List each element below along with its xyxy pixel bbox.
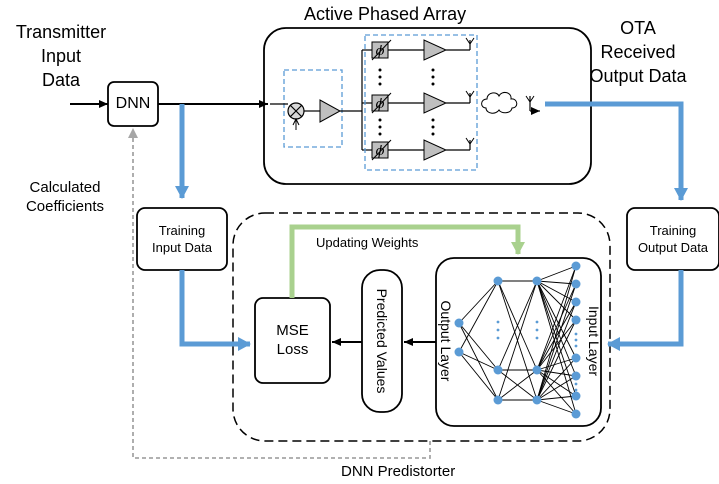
nn-node [493, 276, 503, 286]
nn-edge [497, 280, 538, 401]
output-layer-label: Output Layer [438, 300, 454, 382]
power-amplifier-icon [423, 39, 448, 61]
nn-node [454, 347, 464, 357]
calculated-coefficients-arrow [128, 128, 431, 459]
nn-edge [458, 351, 499, 371]
transmitter-input-label: Transmitter Input Data [15, 22, 107, 90]
training-output-box [626, 207, 719, 271]
nn-edge [536, 319, 577, 371]
phase-shifter-array-dashed-box [364, 34, 478, 171]
active-phased-array-title: Active Phased Array [304, 4, 467, 24]
nn-ellipsis-dot [574, 388, 578, 392]
ellipsis-dots [378, 68, 435, 136]
ota-channel-cloud-icon [481, 91, 518, 114]
nn-edge [536, 280, 577, 397]
nn-nodes [454, 261, 581, 419]
nn-edge [536, 395, 577, 401]
nn-node [532, 276, 542, 286]
dnn-predistorter-box [232, 212, 611, 442]
nn-edge [497, 369, 538, 401]
nn-node [571, 371, 581, 381]
nn-node [571, 409, 581, 419]
dnn-predistorter-label: DNN Predistorter [341, 463, 456, 480]
nn-edge [536, 283, 577, 401]
nn-edges [458, 265, 577, 415]
nn-node [571, 279, 581, 289]
nn-ellipsis-dot [496, 328, 500, 332]
nn-edge [458, 280, 499, 324]
nn-node [493, 365, 503, 375]
mse-loss-label: MSE Loss [276, 322, 309, 358]
nn-edge [458, 322, 499, 371]
input-layer-label: Input Layer [586, 305, 602, 377]
nn-ellipsis-dot [496, 320, 500, 324]
nn-ellipsis-dot [574, 382, 578, 386]
nn-edge [536, 301, 577, 401]
nn-edge [536, 369, 577, 377]
nn-edge [536, 369, 577, 397]
nn-ellipsis-dot [535, 320, 539, 324]
calculated-coefficients-label: Calculated Coefficients [25, 179, 105, 215]
nn-ellipsis-dot [574, 338, 578, 342]
nn-ellipsis-dot [535, 328, 539, 332]
rf-chain-1: ϕ [371, 37, 475, 61]
nn-ellipsis-dot [574, 344, 578, 348]
nn-ellipsis-dot [496, 336, 500, 340]
nn-node [571, 261, 581, 271]
updating-weights-arrow [289, 224, 525, 298]
training-input-label: Training Input Data [152, 223, 212, 255]
ota-output-arrow [545, 101, 688, 201]
training-input-to-mse-arrow [179, 270, 251, 351]
nn-node [571, 353, 581, 363]
nn-edge [458, 322, 499, 401]
antenna-icon [465, 90, 475, 98]
nn-node [493, 395, 503, 405]
upconverter-dashed-box [283, 69, 343, 148]
antenna-icon [465, 37, 475, 45]
nn-node [571, 297, 581, 307]
dnn-label: DNN [115, 95, 151, 112]
nn-node [532, 365, 542, 375]
nn-edge [536, 283, 577, 371]
rf-chain-2: ϕ [371, 90, 475, 114]
nn-edge [536, 301, 577, 371]
antenna-icon [465, 137, 475, 145]
nn-node [532, 395, 542, 405]
predicted-values-label: Predicted Values [374, 288, 390, 394]
nn-edge [536, 265, 577, 282]
nn-edge [536, 265, 577, 401]
nn-ellipsis-dot [535, 336, 539, 340]
nn-edge [536, 265, 577, 371]
nn-edge [536, 357, 577, 371]
nn-edge [497, 280, 538, 371]
ota-received-label: OTA Received Output Data [589, 18, 687, 86]
nn-node [454, 318, 464, 328]
power-amplifier-icon [423, 92, 448, 114]
nn-node [571, 391, 581, 401]
nn-edge [536, 280, 577, 359]
nn-edge [458, 280, 499, 353]
nn-edge [536, 375, 577, 401]
nn-edge [536, 357, 577, 401]
nn-node [571, 315, 581, 325]
power-amplifier-icon [423, 139, 448, 161]
receive-antenna-icon [525, 95, 540, 115]
nn-edge [536, 399, 577, 415]
rf-chain-3: ϕ [371, 137, 475, 161]
nn-ellipsis-dot [574, 332, 578, 336]
nn-edge [536, 319, 577, 401]
nn-edge [458, 351, 499, 401]
training-output-to-nn-arrow [607, 270, 684, 351]
driver-amplifier-icon [319, 99, 342, 123]
updating-weights-label: Updating Weights [316, 235, 419, 250]
training-output-label: Training Output Data [637, 223, 709, 255]
